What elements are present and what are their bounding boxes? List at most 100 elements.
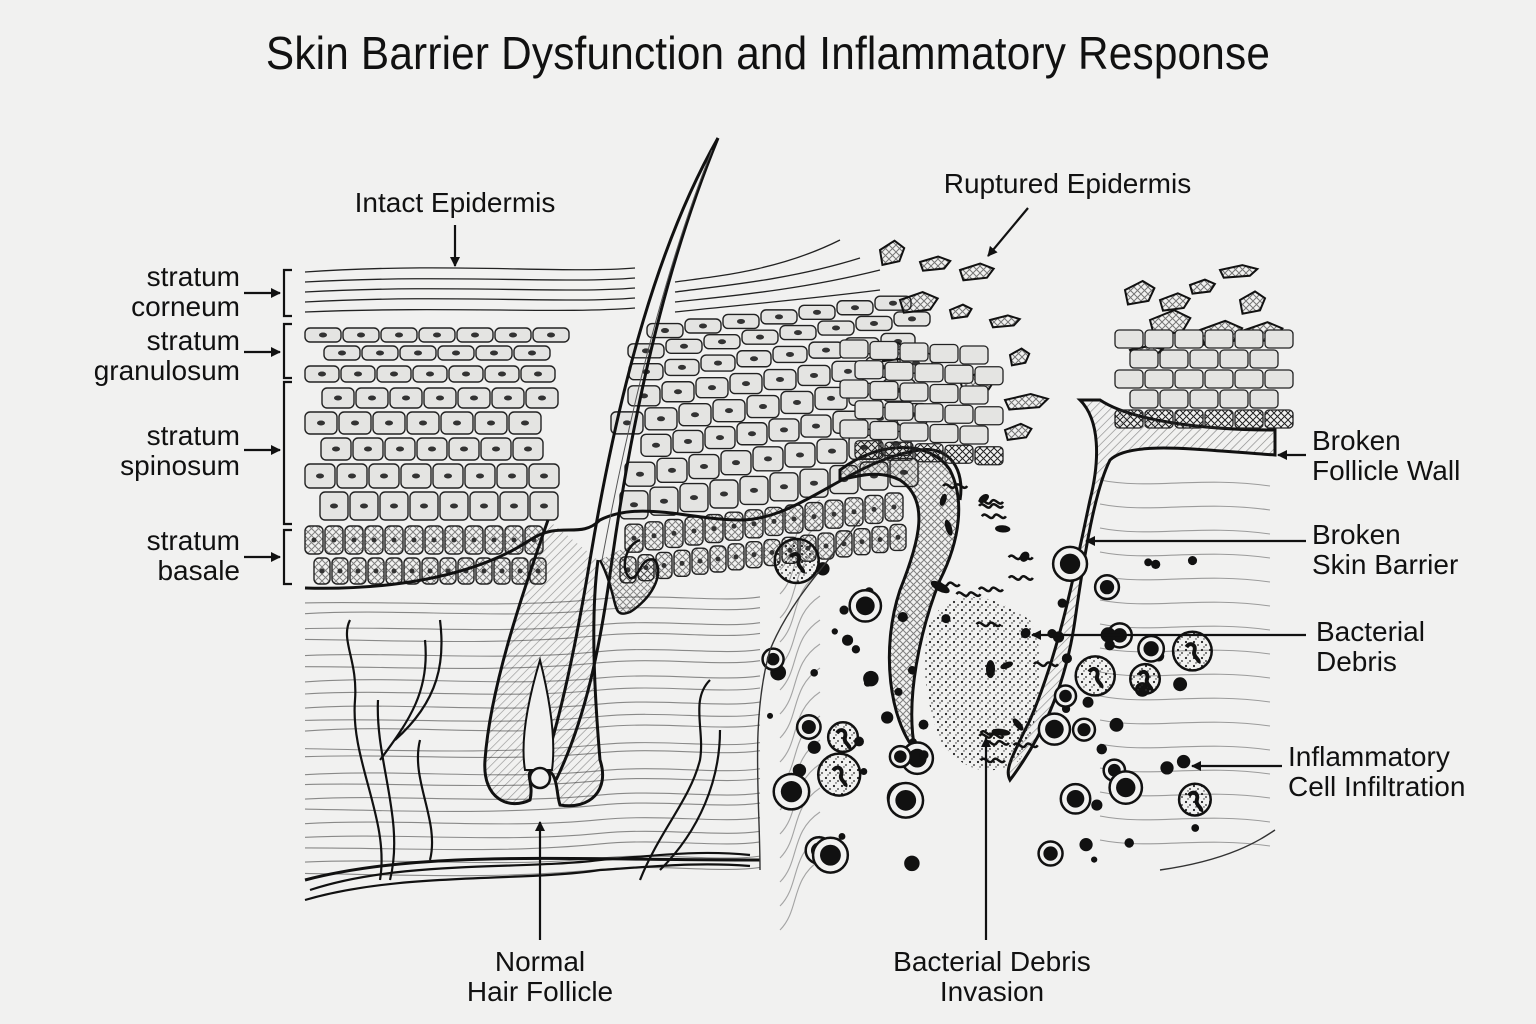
bacterium-rod [1012,718,1024,731]
bacterium-squiggle [1032,661,1060,668]
debris-dot [1091,856,1098,863]
cell-nucleus [674,389,682,395]
bacterium-rod [1020,628,1031,639]
cell-nucleus [547,332,555,338]
cell-nucleus [427,568,433,574]
epidermis-cell [1174,369,1204,389]
cell-nucleus [661,562,667,568]
stratum-corneum-lines [304,239,881,313]
cell-nucleus [660,498,668,504]
epidermis-fragment [1218,264,1260,279]
cell-nucleus [820,844,841,866]
cell-nucleus [679,560,685,566]
debris-dot [767,712,774,719]
debris-dot [1096,743,1107,755]
dermis-fiber [1099,839,1271,847]
cell-nucleus [801,719,816,735]
debris-dot [918,719,929,730]
cell-nucleus [445,568,451,574]
dermis-fiber [779,619,821,691]
cell-nucleus [895,789,917,811]
epidermis-cell [899,382,929,402]
cell-nucleus [731,523,737,529]
epidermis-cell [1219,389,1249,409]
cell-nucleus [521,420,529,426]
cell-nucleus [828,448,836,454]
cell-nucleus [540,473,548,479]
epidermis-cell [929,343,959,364]
dermis-fiber [304,817,761,825]
cell-nucleus [810,480,818,486]
cell-nucleus [319,332,327,338]
cell-nucleus [508,473,516,479]
intact-epidermis-layers [304,295,933,585]
cell-nucleus [390,371,398,377]
debris-dot [919,750,929,760]
cell-nucleus [376,350,384,356]
epidermis-cell [1234,329,1264,349]
cell-nucleus [661,328,669,334]
cell-nucleus [355,568,361,574]
bacterium-rod [939,493,947,506]
inflamed-dermis-outline [756,519,1276,871]
epidermis-cell [974,406,1004,426]
cell-nucleus [708,385,716,391]
cell-nucleus [780,484,788,490]
debris-dot [860,768,868,775]
cell-nucleus [631,535,637,541]
cell-nucleus [651,533,657,539]
cell-nucleus [668,467,676,473]
epidermis-cell [1114,329,1144,349]
epidermis-cell [869,420,899,441]
epidermis-fragment [1003,422,1033,441]
cell-nucleus [338,350,346,356]
cell-nucleus [460,446,468,452]
debris-dot [1176,754,1191,769]
epidermis-cell [944,404,974,424]
cell-nucleus [700,464,708,470]
debris-dot [1160,761,1174,775]
debris-dot [1057,598,1067,608]
cell-nucleus [725,408,733,414]
epidermis-cell [899,342,929,362]
cell-nucleus [895,534,901,540]
dermis-baseline [304,856,761,882]
cell-nucleus [481,568,487,574]
epidermis-cell [929,383,959,404]
bacterium-rod [1019,551,1030,562]
dermis-fiber [779,859,821,931]
cell-nucleus [769,550,775,556]
cell-nucleus [766,652,780,666]
cell-nucleus [396,446,404,452]
debris-dot [907,666,917,675]
cell-nucleus [775,314,783,320]
epidermis-fragment [878,239,906,267]
epidermis-cell [839,379,869,399]
bacterium-squiggle [1007,575,1034,581]
epidermis-cell [884,401,914,421]
ruptured-epidermis-fragments [878,239,1284,441]
cell-nucleus [748,431,756,437]
debris-dot [1191,824,1200,832]
cell-nucleus [780,427,788,433]
bacterium-squiggle [942,483,969,490]
cell-nucleus [1143,641,1159,657]
cell-nucleus [737,318,745,324]
cell-nucleus [870,320,878,326]
epidermis-fragment [958,262,996,282]
debris-dot [904,855,920,872]
cell-nucleus [623,420,631,426]
epidermis-fragment [1238,290,1267,315]
cell-nucleus [796,452,804,458]
cell-nucleus [504,395,512,401]
epidermis-cell [1144,329,1174,349]
arrow-ruptured-epidermis [987,207,1029,257]
cell-nucleus [391,568,397,574]
cell-nucleus [908,316,916,322]
cell-nucleus [428,446,436,452]
cell-nucleus [318,371,326,377]
cell-nucleus [680,343,688,349]
cell-nucleus [691,412,699,418]
cell-nucleus [452,350,460,356]
